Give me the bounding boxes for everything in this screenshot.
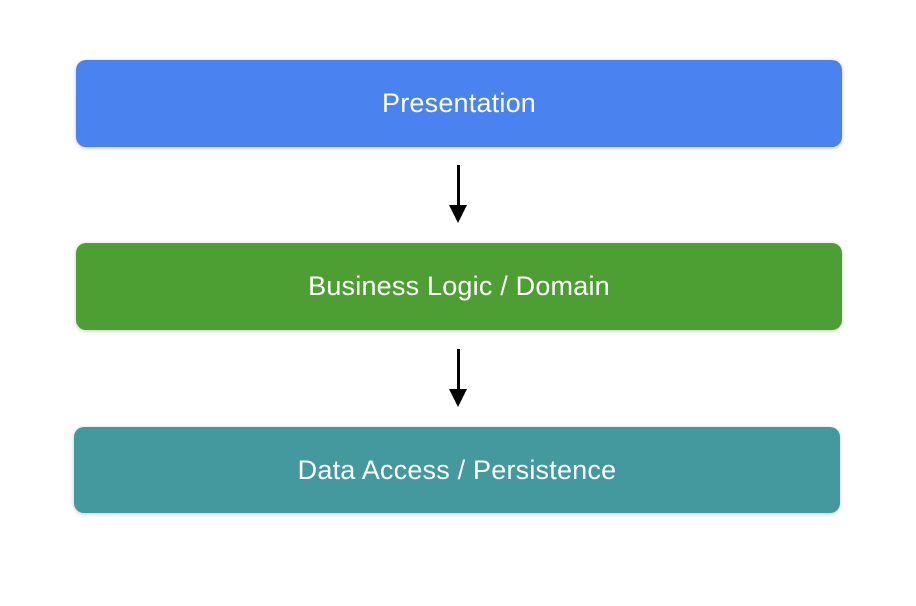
arrow-head (449, 389, 467, 407)
layer-label-presentation: Presentation (382, 88, 536, 118)
layer-label-business-logic: Business Logic / Domain (308, 271, 610, 301)
layer-box-data-access: Data Access / Persistence (74, 427, 840, 513)
layer-box-business-logic: Business Logic / Domain (76, 243, 842, 330)
arrow-shaft (456, 349, 460, 389)
layer-label-data-access: Data Access / Persistence (297, 454, 617, 485)
arrow-down-icon (448, 349, 468, 407)
arrow-head (449, 205, 467, 223)
arrow-shaft (456, 165, 460, 205)
layer-box-presentation: Presentation (76, 60, 842, 147)
arrow-down-icon (448, 165, 468, 223)
